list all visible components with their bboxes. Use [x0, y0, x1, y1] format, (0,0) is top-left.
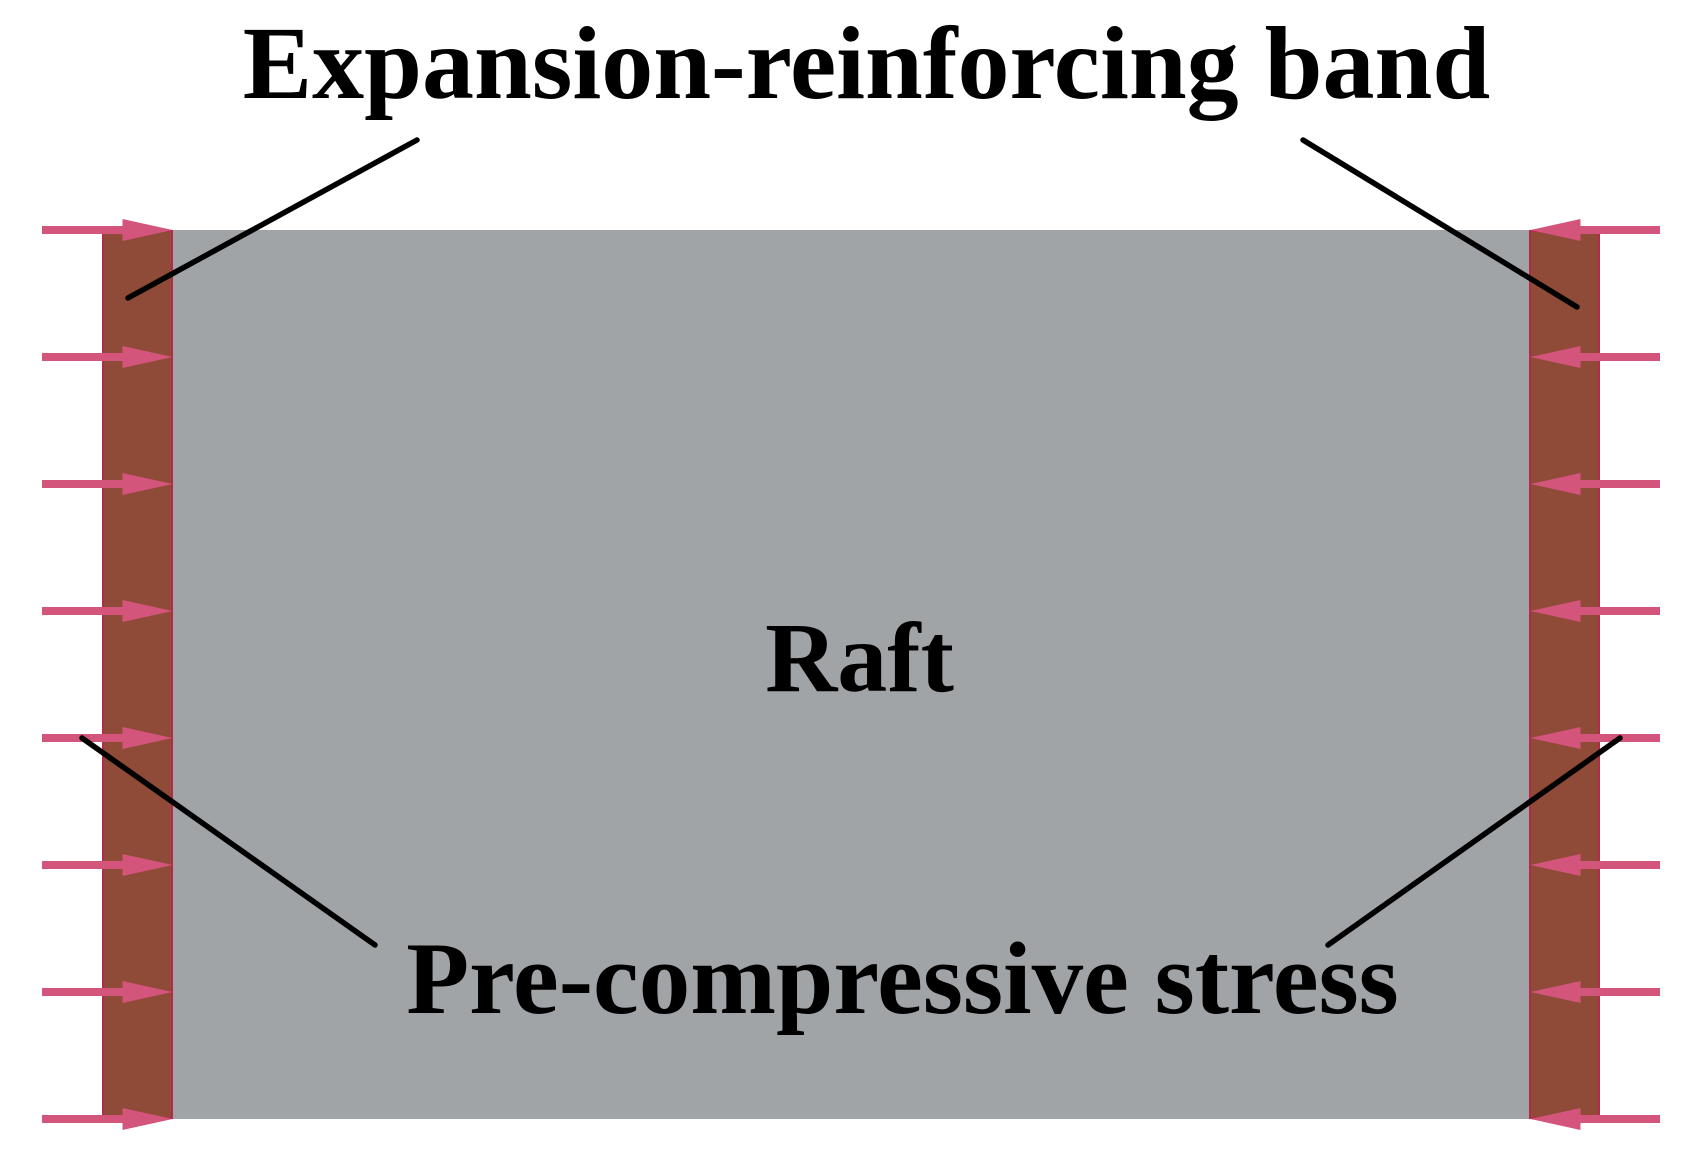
right-stress-arrow: [1530, 981, 1660, 1003]
left-stress-arrow: [42, 981, 173, 1003]
right-stress-arrow: [1530, 219, 1660, 241]
right-stress-arrow: [1530, 346, 1660, 368]
left-stress-arrow: [42, 346, 173, 368]
stress-label-to-left-arrow-line: [79, 735, 378, 948]
right-stress-arrow: [1530, 727, 1660, 749]
expansion-reinforcing-band-label: Expansion-reinforcing band: [242, 6, 1491, 121]
right-stress-arrow: [1530, 854, 1660, 876]
raft-label: Raft: [765, 602, 954, 713]
right-stress-arrow: [1530, 473, 1660, 495]
right-stress-arrow: [1530, 600, 1660, 622]
raft-assembly: [102, 230, 1600, 1119]
raft: [173, 230, 1529, 1119]
band-label-to-right-band-line: [1300, 137, 1580, 310]
left-reinforcing-band: [102, 230, 173, 1119]
left-stress-arrow: [42, 854, 173, 876]
stress-label-to-right-arrow-line: [1325, 735, 1623, 948]
pre-compressive-stress-label: Pre-compressive stress: [406, 922, 1399, 1036]
right-stress-arrow: [1530, 1108, 1660, 1130]
left-stress-arrow: [42, 219, 173, 241]
band-label-to-left-band-line: [125, 137, 420, 301]
left-stress-arrow: [42, 473, 173, 495]
left-stress-arrow: [42, 600, 173, 622]
left-stress-arrow: [42, 727, 173, 749]
left-stress-arrow: [42, 1108, 173, 1130]
